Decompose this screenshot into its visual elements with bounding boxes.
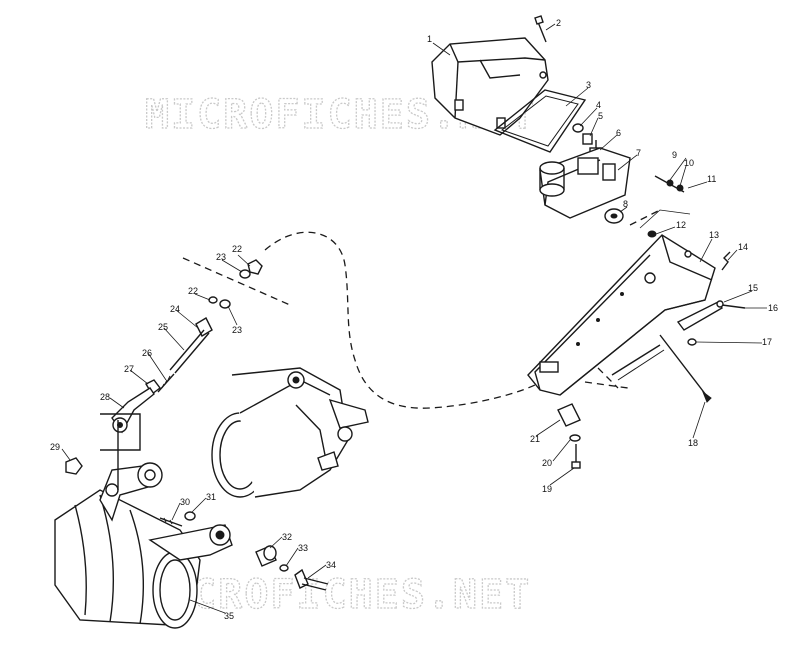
nut-washer-22-23-lower xyxy=(208,296,231,309)
nut-17 xyxy=(687,338,697,346)
watermark-bottom: MICROFICHES.NET xyxy=(140,572,531,618)
callout-9: 9 xyxy=(672,150,677,160)
airbox-housing xyxy=(539,147,631,219)
stud-18 xyxy=(611,334,712,403)
callout-23-upper: 23 xyxy=(216,252,226,262)
callout-27: 27 xyxy=(124,364,134,374)
callout-17: 17 xyxy=(762,337,772,347)
airbox-gasket xyxy=(493,89,587,153)
callout-10: 10 xyxy=(684,158,694,168)
spacer-32 xyxy=(255,545,277,567)
rod-end-15-16 xyxy=(676,300,746,331)
cover-screw xyxy=(534,15,547,43)
callout-22-upper: 22 xyxy=(232,244,242,254)
nut-29 xyxy=(65,457,83,475)
callout-7: 7 xyxy=(636,148,641,158)
small-sleeve-5 xyxy=(582,133,593,145)
callout-35: 35 xyxy=(224,611,234,621)
callout-labels: 1 2 3 4 5 6 7 8 9 10 11 12 13 14 15 16 1… xyxy=(50,18,778,621)
callout-20: 20 xyxy=(542,458,552,468)
dashed-route xyxy=(182,209,691,409)
washer-20 xyxy=(569,434,581,442)
callout-11: 11 xyxy=(707,174,716,184)
callout-1: 1 xyxy=(427,34,432,44)
rod-end-28 xyxy=(100,387,155,451)
callout-4: 4 xyxy=(596,100,601,110)
callout-31: 31 xyxy=(206,492,216,502)
callout-13: 13 xyxy=(709,230,719,240)
washer-8 xyxy=(604,208,624,224)
linkage-lever xyxy=(99,420,163,522)
bolt-34 xyxy=(294,568,329,591)
callout-25: 25 xyxy=(158,322,168,332)
callout-23-lower: 23 xyxy=(232,325,242,335)
callout-29: 29 xyxy=(50,442,60,452)
callout-28: 28 xyxy=(100,392,110,402)
callout-3: 3 xyxy=(586,80,591,90)
callout-19: 19 xyxy=(542,484,552,494)
spring-clip-14 xyxy=(721,251,731,271)
callout-32: 32 xyxy=(282,532,292,542)
rubber-pad-21 xyxy=(557,403,581,427)
callout-18: 18 xyxy=(688,438,698,448)
small-washer-4 xyxy=(572,123,584,133)
callout-14: 14 xyxy=(738,242,748,252)
grommet-12 xyxy=(647,230,657,238)
bolt-9-10-11 xyxy=(654,175,685,193)
callout-5: 5 xyxy=(598,111,603,121)
callout-8: 8 xyxy=(623,199,628,209)
carb-boot-35 xyxy=(54,489,233,629)
washer-31 xyxy=(184,511,196,521)
callout-30: 30 xyxy=(180,497,190,507)
callout-2: 2 xyxy=(556,18,561,28)
bolt-24 xyxy=(169,317,213,374)
callout-21: 21 xyxy=(530,434,540,444)
callout-34: 34 xyxy=(326,560,336,570)
screw-30 xyxy=(159,517,183,527)
callout-15: 15 xyxy=(748,283,758,293)
callout-16: 16 xyxy=(768,303,778,313)
mounting-bracket xyxy=(527,234,716,396)
washer-33 xyxy=(279,564,289,572)
callout-33: 33 xyxy=(298,543,308,553)
rod-25-26 xyxy=(157,373,175,393)
nut-washer-22-23-upper xyxy=(239,259,263,279)
callout-22-lower: 22 xyxy=(188,286,198,296)
callout-26: 26 xyxy=(142,348,152,358)
callout-6: 6 xyxy=(616,128,621,138)
carb-adapter xyxy=(211,367,369,498)
callout-24: 24 xyxy=(170,304,180,314)
leader-lines xyxy=(61,23,767,614)
bolt-19 xyxy=(571,444,581,469)
callout-12: 12 xyxy=(676,220,686,230)
